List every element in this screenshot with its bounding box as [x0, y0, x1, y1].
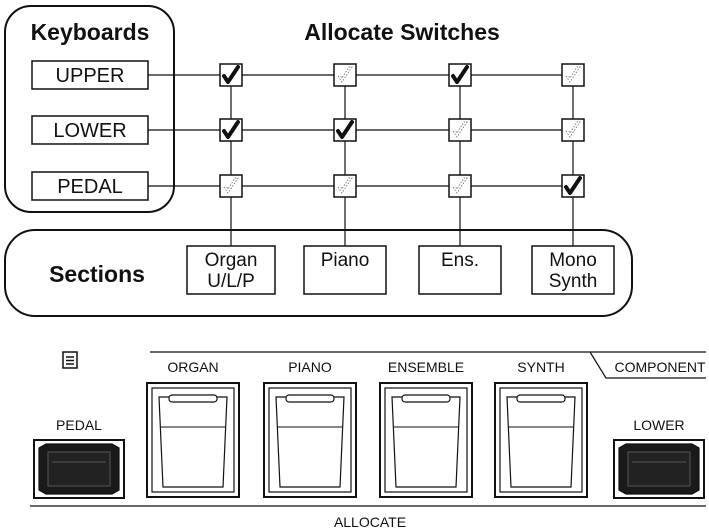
allocate-switch-off — [562, 64, 584, 86]
allocate-switch-off — [449, 175, 471, 197]
menu-list-icon — [63, 352, 77, 368]
section-label: Ens. — [441, 250, 479, 271]
button-lamp-icon — [169, 395, 217, 402]
keyboards-title: Keyboards — [31, 19, 150, 45]
section-label-line1: Organ — [205, 250, 258, 271]
sections-title: Sections — [49, 261, 145, 287]
allocate-button-label: SYNTH — [517, 359, 564, 375]
allocate-switch-on — [220, 64, 242, 86]
allocate-organ-button[interactable] — [147, 383, 239, 497]
allocate-piano-button[interactable] — [264, 383, 356, 497]
allocate-switch-off — [220, 175, 242, 197]
allocate-button-label: ENSEMBLE — [388, 359, 464, 375]
allocate-switch-on — [449, 64, 471, 86]
allocate-switch-off — [334, 175, 356, 197]
control-panel: COMPONENT PEDAL LOWER ALLOCATE ORGAN PIAN… — [30, 352, 706, 530]
allocate-button-label: ORGAN — [167, 359, 218, 375]
keyboard-label: PEDAL — [57, 176, 123, 198]
section-label: Piano — [321, 250, 370, 271]
section-label-line2: U/L/P — [207, 271, 255, 292]
keyboard-label: UPPER — [56, 65, 125, 87]
allocate-switch-on — [562, 175, 584, 197]
allocate-switch-off — [449, 119, 471, 141]
allocate-switch-off — [334, 64, 356, 86]
section-label-line1: Mono — [549, 250, 597, 271]
allocate-switch-on — [334, 119, 356, 141]
allocate-button-label: PIANO — [288, 359, 332, 375]
pedal-label: PEDAL — [56, 417, 102, 433]
allocate-switch-on — [220, 119, 242, 141]
allocate-label: ALLOCATE — [334, 514, 406, 530]
keyboard-label: LOWER — [53, 120, 126, 142]
button-lamp-icon — [286, 395, 334, 402]
allocate-ensemble-button[interactable] — [380, 383, 472, 497]
component-label: COMPONENT — [615, 359, 706, 375]
button-lamp-icon — [402, 395, 450, 402]
allocate-switches-title: Allocate Switches — [304, 19, 500, 45]
allocate-synth-button[interactable] — [495, 383, 587, 497]
lower-button[interactable] — [614, 440, 704, 498]
lower-label: LOWER — [633, 417, 684, 433]
pedal-button[interactable] — [34, 440, 124, 498]
section-label-line2: Synth — [549, 271, 598, 292]
allocate-switch-off — [562, 119, 584, 141]
button-lamp-icon — [517, 395, 565, 402]
